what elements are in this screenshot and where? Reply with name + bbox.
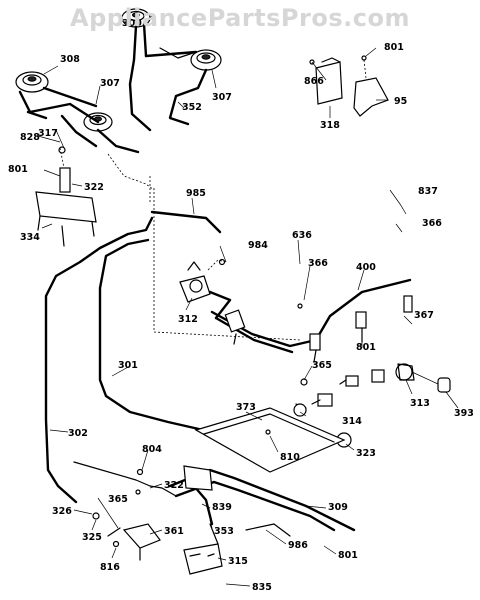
callout-322-a: 322 — [84, 182, 104, 193]
callout-804: 804 — [142, 444, 162, 455]
callout-95: 95 — [394, 96, 407, 107]
callout-828: 828 — [20, 132, 40, 143]
callout-365-lower: 365 — [108, 494, 128, 505]
callout-352: 352 — [182, 102, 202, 113]
burner-assembly — [15, 8, 222, 247]
callout-985: 985 — [186, 188, 206, 199]
callout-307-right: 307 — [212, 92, 232, 103]
callout-837: 837 — [418, 186, 438, 197]
callout-309: 309 — [328, 502, 348, 513]
callout-353: 353 — [214, 526, 234, 537]
callout-801-c: 801 — [356, 342, 376, 353]
callout-801-b: 801 — [384, 42, 404, 53]
gas-tubing — [44, 153, 301, 504]
callout-334: 334 — [20, 232, 40, 243]
callout-308: 308 — [60, 54, 80, 65]
callout-314: 314 — [342, 416, 362, 427]
callout-984: 984 — [248, 240, 268, 251]
valves — [218, 258, 451, 448]
callout-839: 839 — [212, 502, 232, 513]
callout-373: 373 — [236, 402, 256, 413]
callout-366-right: 366 — [422, 218, 442, 229]
callout-317: 317 — [38, 128, 58, 139]
callout-313: 313 — [410, 398, 430, 409]
callout-301: 301 — [118, 360, 138, 371]
callout-400: 400 — [356, 262, 376, 273]
callout-318: 318 — [320, 120, 340, 131]
callout-322-b: 322 — [164, 480, 184, 491]
callout-325: 325 — [82, 532, 102, 543]
callout-307-left: 307 — [100, 78, 120, 89]
upper-right-parts — [309, 55, 389, 117]
callout-816: 816 — [100, 562, 120, 573]
callout-315: 315 — [228, 556, 248, 567]
oven-burner — [168, 407, 356, 575]
callout-300: 300 — [122, 18, 142, 29]
callout-866: 866 — [304, 76, 324, 87]
regulator — [179, 259, 232, 320]
callout-323: 323 — [356, 448, 376, 459]
watermark: AppliancePartsPros.com — [70, 4, 410, 32]
callout-302: 302 — [68, 428, 88, 439]
callout-636: 636 — [292, 230, 312, 241]
manifold — [210, 278, 413, 363]
callout-835: 835 — [252, 582, 272, 593]
callout-393: 393 — [454, 408, 474, 419]
callout-312: 312 — [178, 314, 198, 325]
callout-367: 367 — [414, 310, 434, 321]
callouts: 300 308 307 307 352 828 317 801 322 334 … — [8, 18, 474, 593]
safety-valve — [73, 461, 177, 561]
callout-326: 326 — [52, 506, 72, 517]
callout-361: 361 — [164, 526, 184, 537]
callout-801-d: 801 — [338, 550, 358, 561]
callout-810: 810 — [280, 452, 300, 463]
callout-801-a: 801 — [8, 164, 28, 175]
callout-986: 986 — [288, 540, 308, 551]
callout-366-center: 366 — [308, 258, 328, 269]
callout-365-upper: 365 — [312, 360, 332, 371]
leader-lines — [37, 15, 459, 587]
